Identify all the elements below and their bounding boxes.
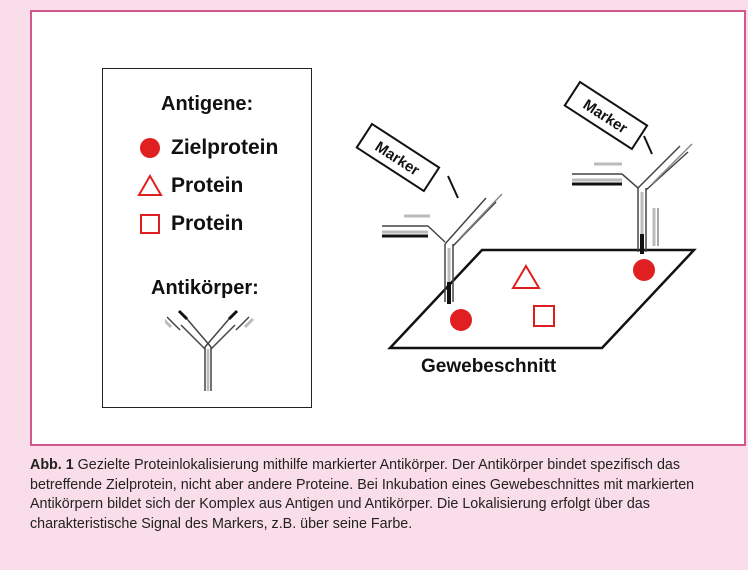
square-icon [137, 211, 163, 237]
legend-antigen-title: Antigene: [161, 93, 254, 115]
legend-item-label: Protein [171, 212, 244, 235]
legend-item-label: Protein [171, 174, 244, 197]
legend-item-zielprotein: Zielprotein [137, 135, 278, 161]
triangle-icon [137, 173, 163, 199]
legend-item-label: Zielprotein [171, 136, 279, 159]
caption-label: Abb. 1 [30, 457, 74, 473]
antibody-icon [165, 309, 255, 391]
legend-antibody-title: Antikörper: [151, 277, 259, 299]
filled-circle-icon [137, 135, 163, 161]
legend-box: Antigene: Zielprotein Protein Protein An… [102, 68, 312, 408]
legend-item-protein-square: Protein [137, 211, 243, 237]
zielprotein-bound-right-icon [633, 259, 655, 281]
caption-text: Gezielte Proteinlokalisierung mithilfe m… [30, 457, 695, 532]
protein-square-icon [533, 305, 555, 327]
zielprotein-bound-left-icon [450, 309, 472, 331]
tissue-diagram: Marker Marker [355, 80, 697, 377]
figure-caption: Abb. 1 Gezielte Proteinlokalisierung mit… [30, 456, 730, 534]
protein-triangle-icon [511, 264, 541, 289]
legend-item-protein-triangle: Protein [137, 173, 243, 199]
section-label: Gewebeschnitt [421, 356, 557, 377]
figure-frame: Antigene: Zielprotein Protein Protein An… [30, 10, 746, 446]
